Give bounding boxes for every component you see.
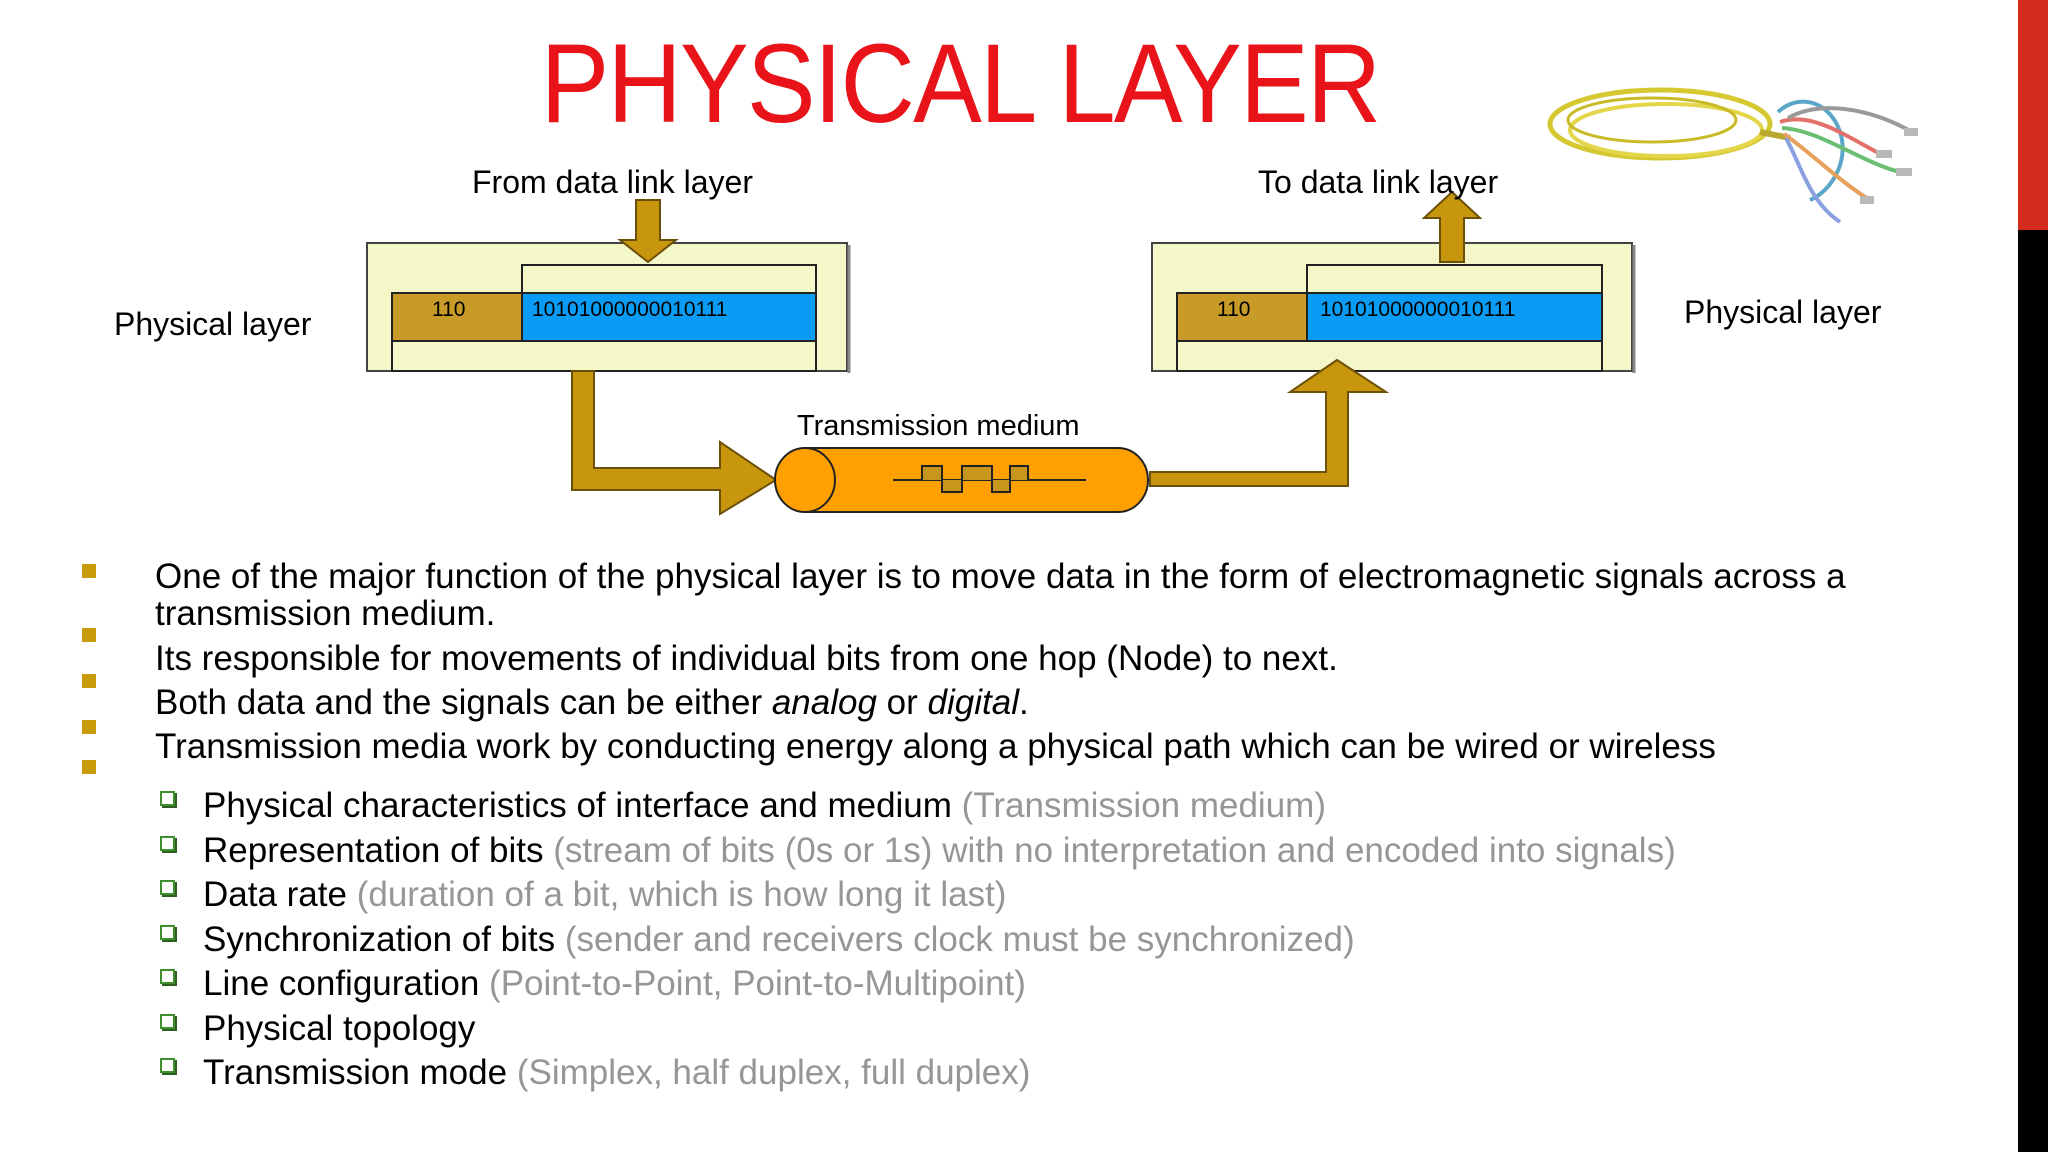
bullet-electromagnetic-signals: One of the major function of the physica… <box>155 557 1846 633</box>
receiver-data-bits: 10101000000010111 <box>1320 298 1516 321</box>
cable-photo-icon <box>1547 87 1918 224</box>
from-data-link-label: From data link layer <box>472 164 753 200</box>
medium-to-receiver-arrow <box>1149 358 1390 487</box>
or-text: or <box>876 683 928 722</box>
sub-bullet-item: Data rate (duration of a bit, which is h… <box>203 875 1006 915</box>
physical-layer-diagram <box>366 190 1636 516</box>
sub-bullet-marker <box>160 791 175 806</box>
bullet-individual-bits: Its responsible for movements of individ… <box>155 639 1338 678</box>
sub-bullet-item: Physical topology <box>203 1009 475 1049</box>
sub-bullet-marker <box>160 1058 175 1073</box>
sub-bullet-note: (stream of bits (0s or 1s) with no inter… <box>543 831 1676 870</box>
sub-bullet-marker <box>160 1014 175 1029</box>
bullet-marker <box>82 628 96 642</box>
sub-bullet-marker <box>160 880 175 895</box>
sub-bullet-main: Transmission mode <box>203 1053 508 1092</box>
bullet-transmission-media: Transmission media work by conducting en… <box>155 727 1716 766</box>
sub-bullet-marker <box>160 969 175 984</box>
sub-bullet-main: Line configuration <box>203 964 480 1003</box>
sender-data-bits: 10101000000010111 <box>532 298 728 321</box>
sub-bullet-note: (sender and receivers clock must be sync… <box>555 920 1355 959</box>
bullet-marker <box>82 720 96 734</box>
right-physical-layer-label: Physical layer <box>1684 294 1882 330</box>
up-arrow-to-data-link <box>1421 190 1483 263</box>
sub-bullet-item: Line configuration (Point-to-Point, Poin… <box>203 964 1026 1004</box>
sub-bullet-main: Data rate <box>203 875 347 914</box>
bullet-analog-digital: Both data and the signals can be either … <box>155 684 1855 721</box>
sub-bullet-item: Synchronization of bits (sender and rece… <box>203 920 1355 960</box>
side-accent-bar-red <box>2018 0 2048 230</box>
sender-to-medium-arrow <box>571 370 778 516</box>
sub-bullet-item: Physical characteristics of interface an… <box>203 786 1326 826</box>
bullet-marker <box>82 760 96 774</box>
sub-bullet-marker <box>160 836 175 851</box>
to-data-link-label: To data link layer <box>1258 164 1499 200</box>
sub-bullet-note: (Simplex, half duplex, full duplex) <box>507 1053 1031 1092</box>
sub-bullet-note: (Transmission medium) <box>951 786 1326 825</box>
sub-bullet-main: Representation of bits <box>203 831 544 870</box>
sub-bullet-marker <box>160 925 175 940</box>
transmission-medium-label: Transmission medium <box>797 410 1080 442</box>
transmission-medium-cylinder <box>774 447 1149 513</box>
sender-header-field <box>391 292 523 342</box>
sub-bullet-item: Transmission mode (Simplex, half duplex,… <box>203 1053 1030 1093</box>
sender-header-bits: 110 <box>432 298 466 321</box>
receiver-header-bits: 110 <box>1217 298 1251 321</box>
digital-term: digital <box>927 683 1019 722</box>
bullet-analog-digital-text: Both data and the signals can be either <box>155 683 772 722</box>
sub-bullet-note: (Point-to-Point, Point-to-Multipoint) <box>479 964 1026 1003</box>
down-arrow-from-data-link <box>617 199 679 264</box>
sub-bullet-main: Physical characteristics of interface an… <box>203 786 952 825</box>
bullet-marker <box>82 674 96 688</box>
analog-term: analog <box>771 683 877 722</box>
receiver-header-field <box>1176 292 1308 342</box>
left-physical-layer-label: Physical layer <box>114 306 312 342</box>
period-text: . <box>1018 683 1029 722</box>
receiver-data-field <box>1306 292 1603 342</box>
sub-bullet-main: Physical topology <box>203 1009 476 1048</box>
side-accent-bar-black <box>2018 230 2048 1152</box>
bullet-marker <box>82 564 96 578</box>
sub-bullet-note: (duration of a bit, which is how long it… <box>346 875 1007 914</box>
sub-bullet-main: Synchronization of bits <box>203 920 556 959</box>
sub-bullet-item: Representation of bits (stream of bits (… <box>203 831 1676 871</box>
slide-title: PHYSICAL LAYER <box>540 21 1382 146</box>
